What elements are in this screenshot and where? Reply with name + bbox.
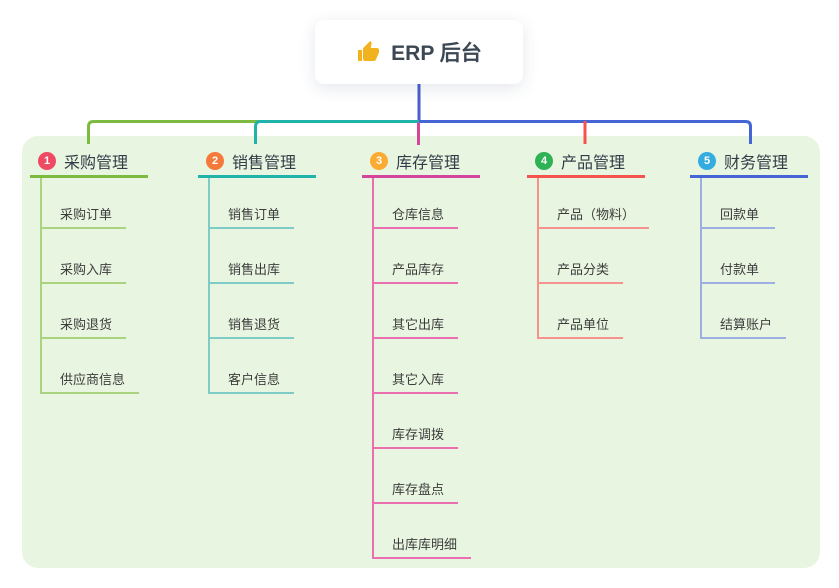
thumbs-up-icon bbox=[358, 41, 380, 61]
mindmap-node[interactable]: 其它入库 bbox=[374, 339, 459, 394]
root-node-label: ERP 后台 bbox=[391, 42, 482, 65]
branch-number-badge: 4 bbox=[535, 151, 553, 170]
branch-title-label: 销售管理 bbox=[232, 154, 297, 172]
root-node-erp[interactable]: ERP 后台 bbox=[315, 20, 523, 84]
branch-children: 销售订单 销售出库 销售退货 客户信息 bbox=[208, 178, 316, 394]
mindmap-background-panel bbox=[22, 136, 820, 568]
branch-title-product[interactable]: 4 产品管理 bbox=[527, 146, 645, 178]
mindmap-node[interactable]: 仓库信息 bbox=[374, 178, 459, 229]
branch-children: 回款单 付款单 结算账户 bbox=[700, 178, 808, 339]
branch-children: 采购订单 采购入库 采购退货 供应商信息 bbox=[40, 178, 148, 394]
mindmap-node[interactable]: 销售出库 bbox=[210, 229, 295, 284]
mindmap-node[interactable]: 采购入库 bbox=[42, 229, 127, 284]
branch-title-label: 采购管理 bbox=[64, 154, 129, 172]
mindmap-node[interactable]: 采购订单 bbox=[42, 178, 127, 229]
mindmap-node[interactable]: 采购退货 bbox=[42, 284, 127, 339]
mindmap-node[interactable]: 销售订单 bbox=[210, 178, 295, 229]
mindmap-node[interactable]: 回款单 bbox=[702, 178, 775, 229]
mindmap-node[interactable]: 产品库存 bbox=[374, 229, 459, 284]
branch-purchase: 1 采购管理 采购订单 采购入库 采购退货 供应商信息 bbox=[30, 146, 148, 394]
branch-title-label: 财务管理 bbox=[724, 154, 789, 172]
mindmap-node[interactable]: 库存调拨 bbox=[374, 394, 459, 449]
branch-product: 4 产品管理 产品（物料） 产品分类 产品单位 bbox=[527, 146, 650, 339]
mindmap-node[interactable]: 结算账户 bbox=[702, 284, 787, 339]
branch-title-finance[interactable]: 5 财务管理 bbox=[690, 146, 808, 178]
mindmap-node[interactable]: 客户信息 bbox=[210, 339, 295, 394]
branch-title-purchase[interactable]: 1 采购管理 bbox=[30, 146, 148, 178]
branch-inventory: 3 库存管理 仓库信息 产品库存 其它出库 其它入库 库存调拨 库存盘点 出库库… bbox=[362, 146, 480, 559]
branch-title-label: 库存管理 bbox=[396, 154, 461, 172]
branch-title-label: 产品管理 bbox=[561, 154, 626, 172]
branch-number-badge: 1 bbox=[38, 151, 56, 170]
mindmap-node[interactable]: 产品单位 bbox=[539, 284, 624, 339]
branch-children: 产品（物料） 产品分类 产品单位 bbox=[537, 178, 650, 339]
mindmap-node[interactable]: 产品分类 bbox=[539, 229, 624, 284]
mindmap-node[interactable]: 其它出库 bbox=[374, 284, 459, 339]
mindmap-node[interactable]: 销售退货 bbox=[210, 284, 295, 339]
mindmap-node[interactable]: 产品（物料） bbox=[539, 178, 650, 229]
branch-finance: 5 财务管理 回款单 付款单 结算账户 bbox=[690, 146, 808, 339]
mindmap-node[interactable]: 供应商信息 bbox=[42, 339, 140, 394]
mindmap-node[interactable]: 库存盘点 bbox=[374, 449, 459, 504]
mindmap-node[interactable]: 付款单 bbox=[702, 229, 775, 284]
branch-number-badge: 2 bbox=[206, 151, 224, 170]
branch-number-badge: 5 bbox=[698, 151, 716, 170]
branch-title-sales[interactable]: 2 销售管理 bbox=[198, 146, 316, 178]
mindmap-node[interactable]: 出库库明细 bbox=[374, 504, 472, 559]
branch-sales: 2 销售管理 销售订单 销售出库 销售退货 客户信息 bbox=[198, 146, 316, 394]
branch-number-badge: 3 bbox=[370, 151, 388, 170]
branch-children: 仓库信息 产品库存 其它出库 其它入库 库存调拨 库存盘点 出库库明细 bbox=[372, 178, 480, 559]
branch-title-inventory[interactable]: 3 库存管理 bbox=[362, 146, 480, 178]
